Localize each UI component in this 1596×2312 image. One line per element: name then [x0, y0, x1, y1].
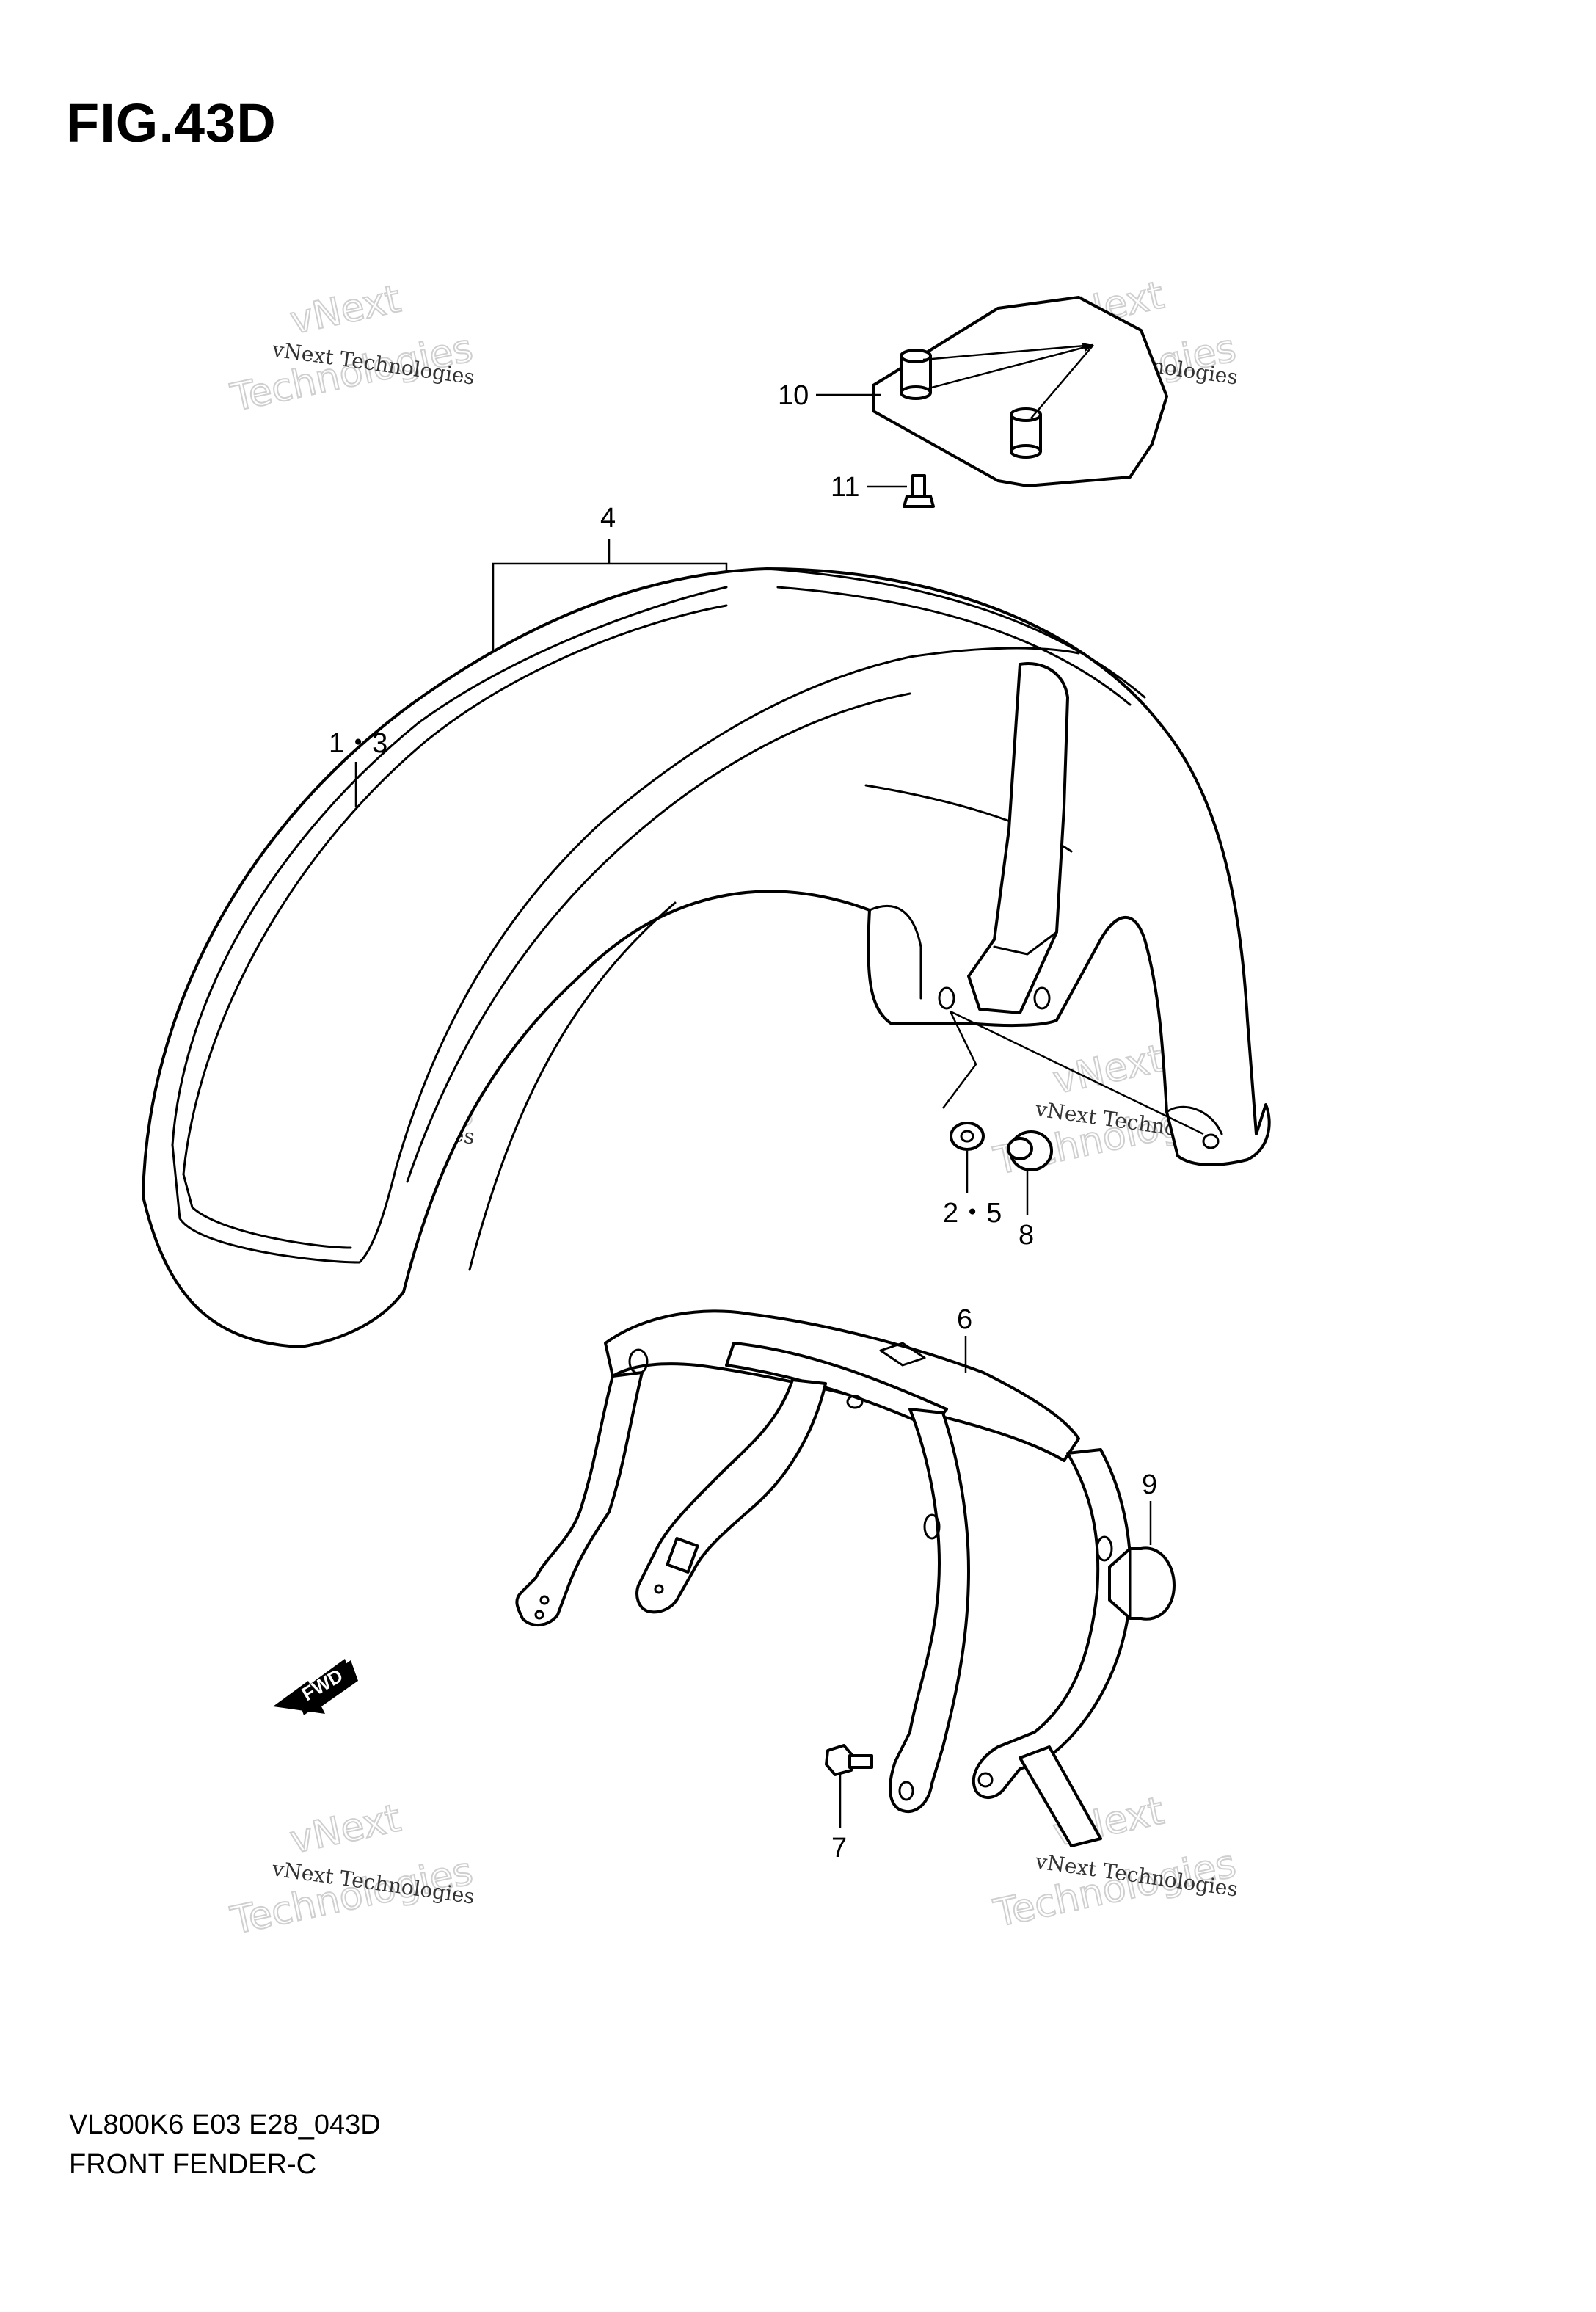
callout-4: 4: [600, 503, 616, 534]
watermark-bottom-left: vNext Technologies vNext Technologies: [226, 1795, 477, 1944]
part-6-fender-brace: [515, 1309, 1132, 1847]
callout-2-5: 2・5: [943, 1198, 1002, 1229]
callout-7: 7: [831, 1833, 847, 1864]
figure-footer: VL800K6 E03 E28_043D FRONT FENDER-C: [69, 2105, 381, 2184]
callout-10: 10: [778, 380, 809, 411]
callout-9: 9: [1142, 1469, 1157, 1500]
part-7-bolt: [825, 1744, 873, 1776]
callout-6: 6: [957, 1304, 972, 1335]
fwd-direction-marker: FWD: [273, 1659, 358, 1715]
callout-8: 8: [1019, 1220, 1034, 1251]
model-code: VL800K6 E03 E28_043D: [69, 2109, 381, 2140]
callout-11: 11: [831, 472, 859, 503]
spacer-collar-left: [900, 349, 932, 400]
part-2-5-washer: [950, 1122, 985, 1151]
watermark-bottom-right: vNext Technologies vNext Technologies: [989, 1788, 1240, 1936]
part-11-bolt: [903, 474, 935, 508]
svg-text:vNext: vNext: [286, 277, 404, 343]
part-10-cover-plate: [872, 296, 1168, 487]
watermark-top-left: vNext Technologies vNext Technologies: [226, 276, 477, 421]
section-name: FRONT FENDER-C: [69, 2149, 317, 2180]
leader-hole: [942, 1011, 977, 1109]
figure-label: FIG.43D: [66, 92, 277, 153]
part-8-grommet: [1007, 1130, 1053, 1171]
callout-1-3: 1・3: [329, 728, 387, 759]
svg-text:vNext: vNext: [1049, 1036, 1167, 1102]
part-9-cushion: [1108, 1546, 1176, 1621]
svg-text:vNext: vNext: [286, 1796, 404, 1862]
part-1-3-front-fender: [142, 567, 1271, 1348]
spacer-collar-right: [1010, 407, 1042, 459]
